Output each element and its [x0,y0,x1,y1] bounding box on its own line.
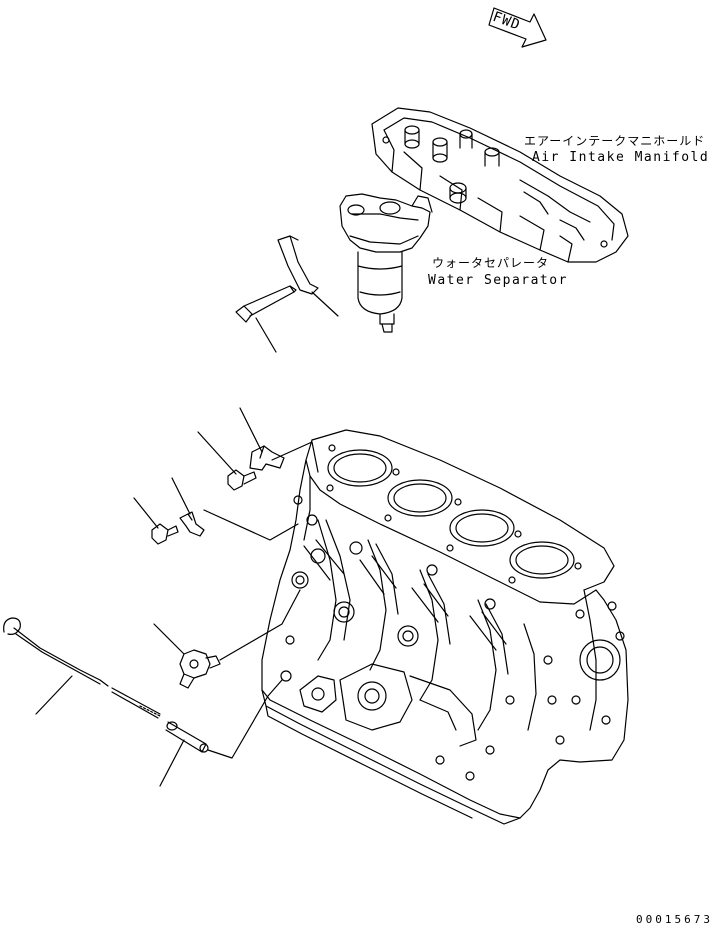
leader-lines [35,407,319,787]
long-bolt [235,285,297,323]
water-separator [339,193,433,333]
air-intake-manifold [371,107,629,263]
dipstick-guide-tube [165,721,209,753]
air-intake-manifold-label-jp: エアーインテークマニホールド [524,134,706,148]
upper-bracket [249,445,285,471]
document-number: 00015673 [636,913,713,926]
leader-line [255,317,277,353]
water-separator-label-jp: ウォータセパレータ [432,256,550,270]
water-separator-label-en: Water Separator [428,273,568,288]
fwd-arrow-icon [488,7,547,48]
dipstick [3,617,161,719]
small-bolt-lower [151,523,179,545]
separator-bracket [277,235,319,295]
small-bolt-upper [227,469,257,491]
cylinder-block [261,429,629,825]
leader-line [311,291,339,317]
lower-bracket [179,511,205,537]
air-intake-manifold-label-en: Air Intake Manifold [532,150,710,165]
oil-pressure-switch [179,649,221,689]
